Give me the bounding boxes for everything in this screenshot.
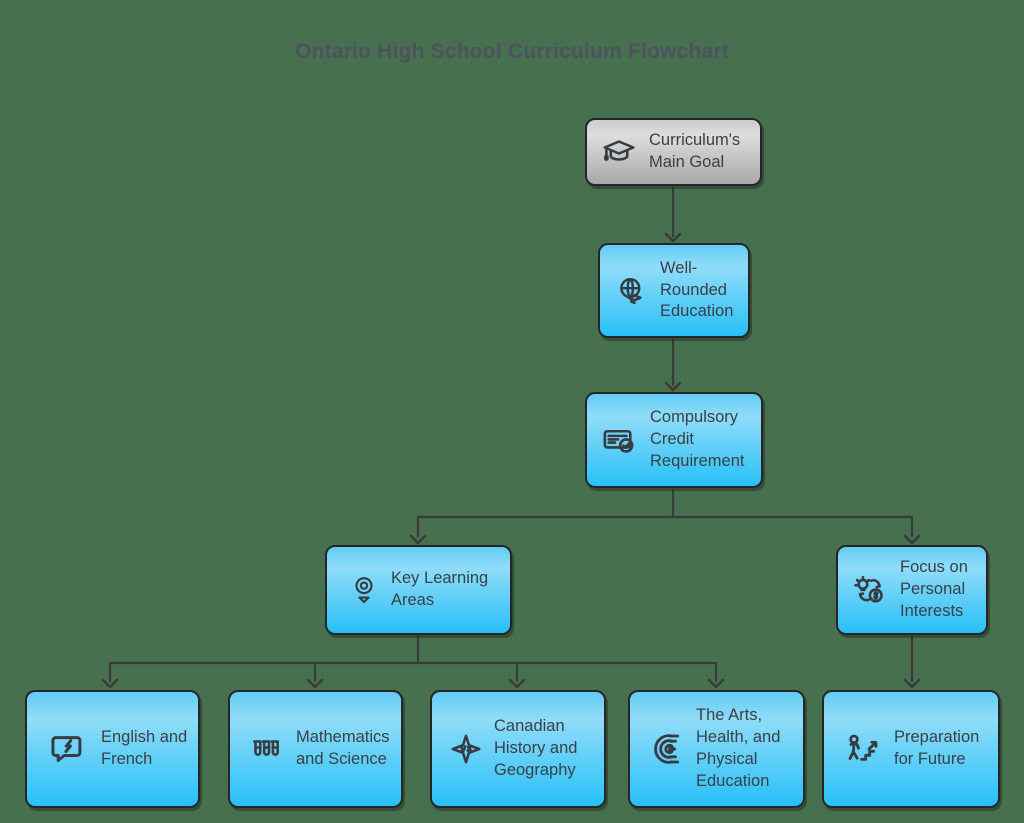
person-climbing-stairs-icon (842, 729, 882, 769)
node-label: Focus on Personal Interests (900, 558, 968, 620)
node-label: Key Learning Areas (391, 569, 489, 609)
node-label: Mathematics and Science (296, 728, 390, 768)
node-canadian-history-and-geography: Canadian History and Geography (430, 690, 606, 808)
node-focus-on-personal-interests: Focus on Personal Interests (836, 545, 988, 635)
graduation-cap-icon (601, 134, 637, 170)
speech-bubble-icon (47, 728, 89, 770)
node-well-rounded-education: Well-Rounded Education (598, 243, 750, 338)
node-label: Canadian History and Geography (494, 717, 578, 779)
node-label: Well-Rounded Education (660, 258, 734, 321)
node-preparation-for-future: Preparation for Future (822, 690, 1000, 808)
node-curriculums-main-goal: Curriculum's Main Goal (585, 118, 762, 186)
star-vs-icon (448, 731, 484, 767)
node-mathematics-and-science: Mathematics and Science (228, 690, 403, 808)
node-label: English and French (101, 728, 188, 768)
node-label: Compulsory Credit Requirement (650, 408, 745, 470)
flowchart-title: Ontario High School Curriculum Flowchart (295, 40, 729, 63)
test-tubes-icon (248, 731, 284, 767)
node-english-and-french: English and French (25, 690, 200, 808)
credit-card-check-icon (601, 422, 638, 459)
globe-graduation-icon (614, 274, 648, 308)
node-label: The Arts, Health, and Physical Education (696, 706, 781, 790)
node-label: Preparation for Future (894, 728, 980, 768)
target-location-icon (349, 573, 379, 607)
node-label: Curriculum's Main Goal (649, 131, 741, 171)
node-arts-health-physical-education: The Arts, Health, and Physical Education (628, 690, 805, 808)
concentric-arcs-icon (646, 729, 686, 769)
node-key-learning-areas: Key Learning Areas (325, 545, 512, 635)
node-compulsory-credit-requirement: Compulsory Credit Requirement (585, 392, 763, 488)
idea-to-money-icon (852, 572, 888, 608)
